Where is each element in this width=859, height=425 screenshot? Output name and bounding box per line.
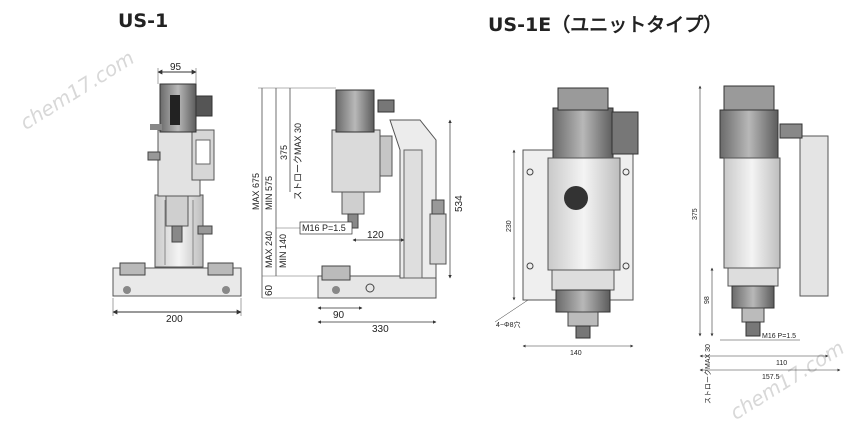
dim-60: 60 [264,284,275,296]
dim-200: 200 [166,314,183,325]
dim-330: 330 [372,324,389,335]
unit-motor [552,107,614,159]
us1-front-view [112,68,242,316]
dim-holes: 4−Φ8穴 [496,320,520,329]
us1e-front-view [494,87,639,348]
dim-98: 98 [704,296,711,304]
us1e-side-view [698,85,841,372]
title-us1: US-1 [118,10,169,32]
dim-140: 140 [570,350,582,357]
dim-90: 90 [333,310,345,321]
dim-95: 95 [170,62,182,73]
dim-157: 157.5 [762,374,780,381]
side-motor [335,89,375,133]
dim-max-240: MAX 240 [264,231,274,268]
dim-thread: M16 P=1.5 [302,223,346,233]
dim-375: 375 [692,208,699,220]
unit-side-body [723,157,781,269]
dim-min-140: MIN 140 [278,234,288,268]
dim-110: 110 [776,360,787,367]
title-us1e: US-1E（ユニットタイプ） [488,14,723,36]
dim-stroke: ストロークMAX 30 [704,344,712,404]
us1-side-view [258,87,452,324]
dim-max-675: MAX 675 [251,173,261,210]
dim-stroke: ストロークMAX 30 [293,123,303,200]
dim-534: 534 [454,195,465,212]
dim-thread: M16 P=1.5 [762,333,796,340]
dim-230: 230 [506,220,513,232]
dim-375: 375 [279,145,289,160]
unit-body [547,157,621,271]
side-plate [799,135,829,297]
dim-120: 120 [367,230,384,241]
dim-min-575: MIN 575 [264,176,274,210]
side-base [317,275,437,299]
